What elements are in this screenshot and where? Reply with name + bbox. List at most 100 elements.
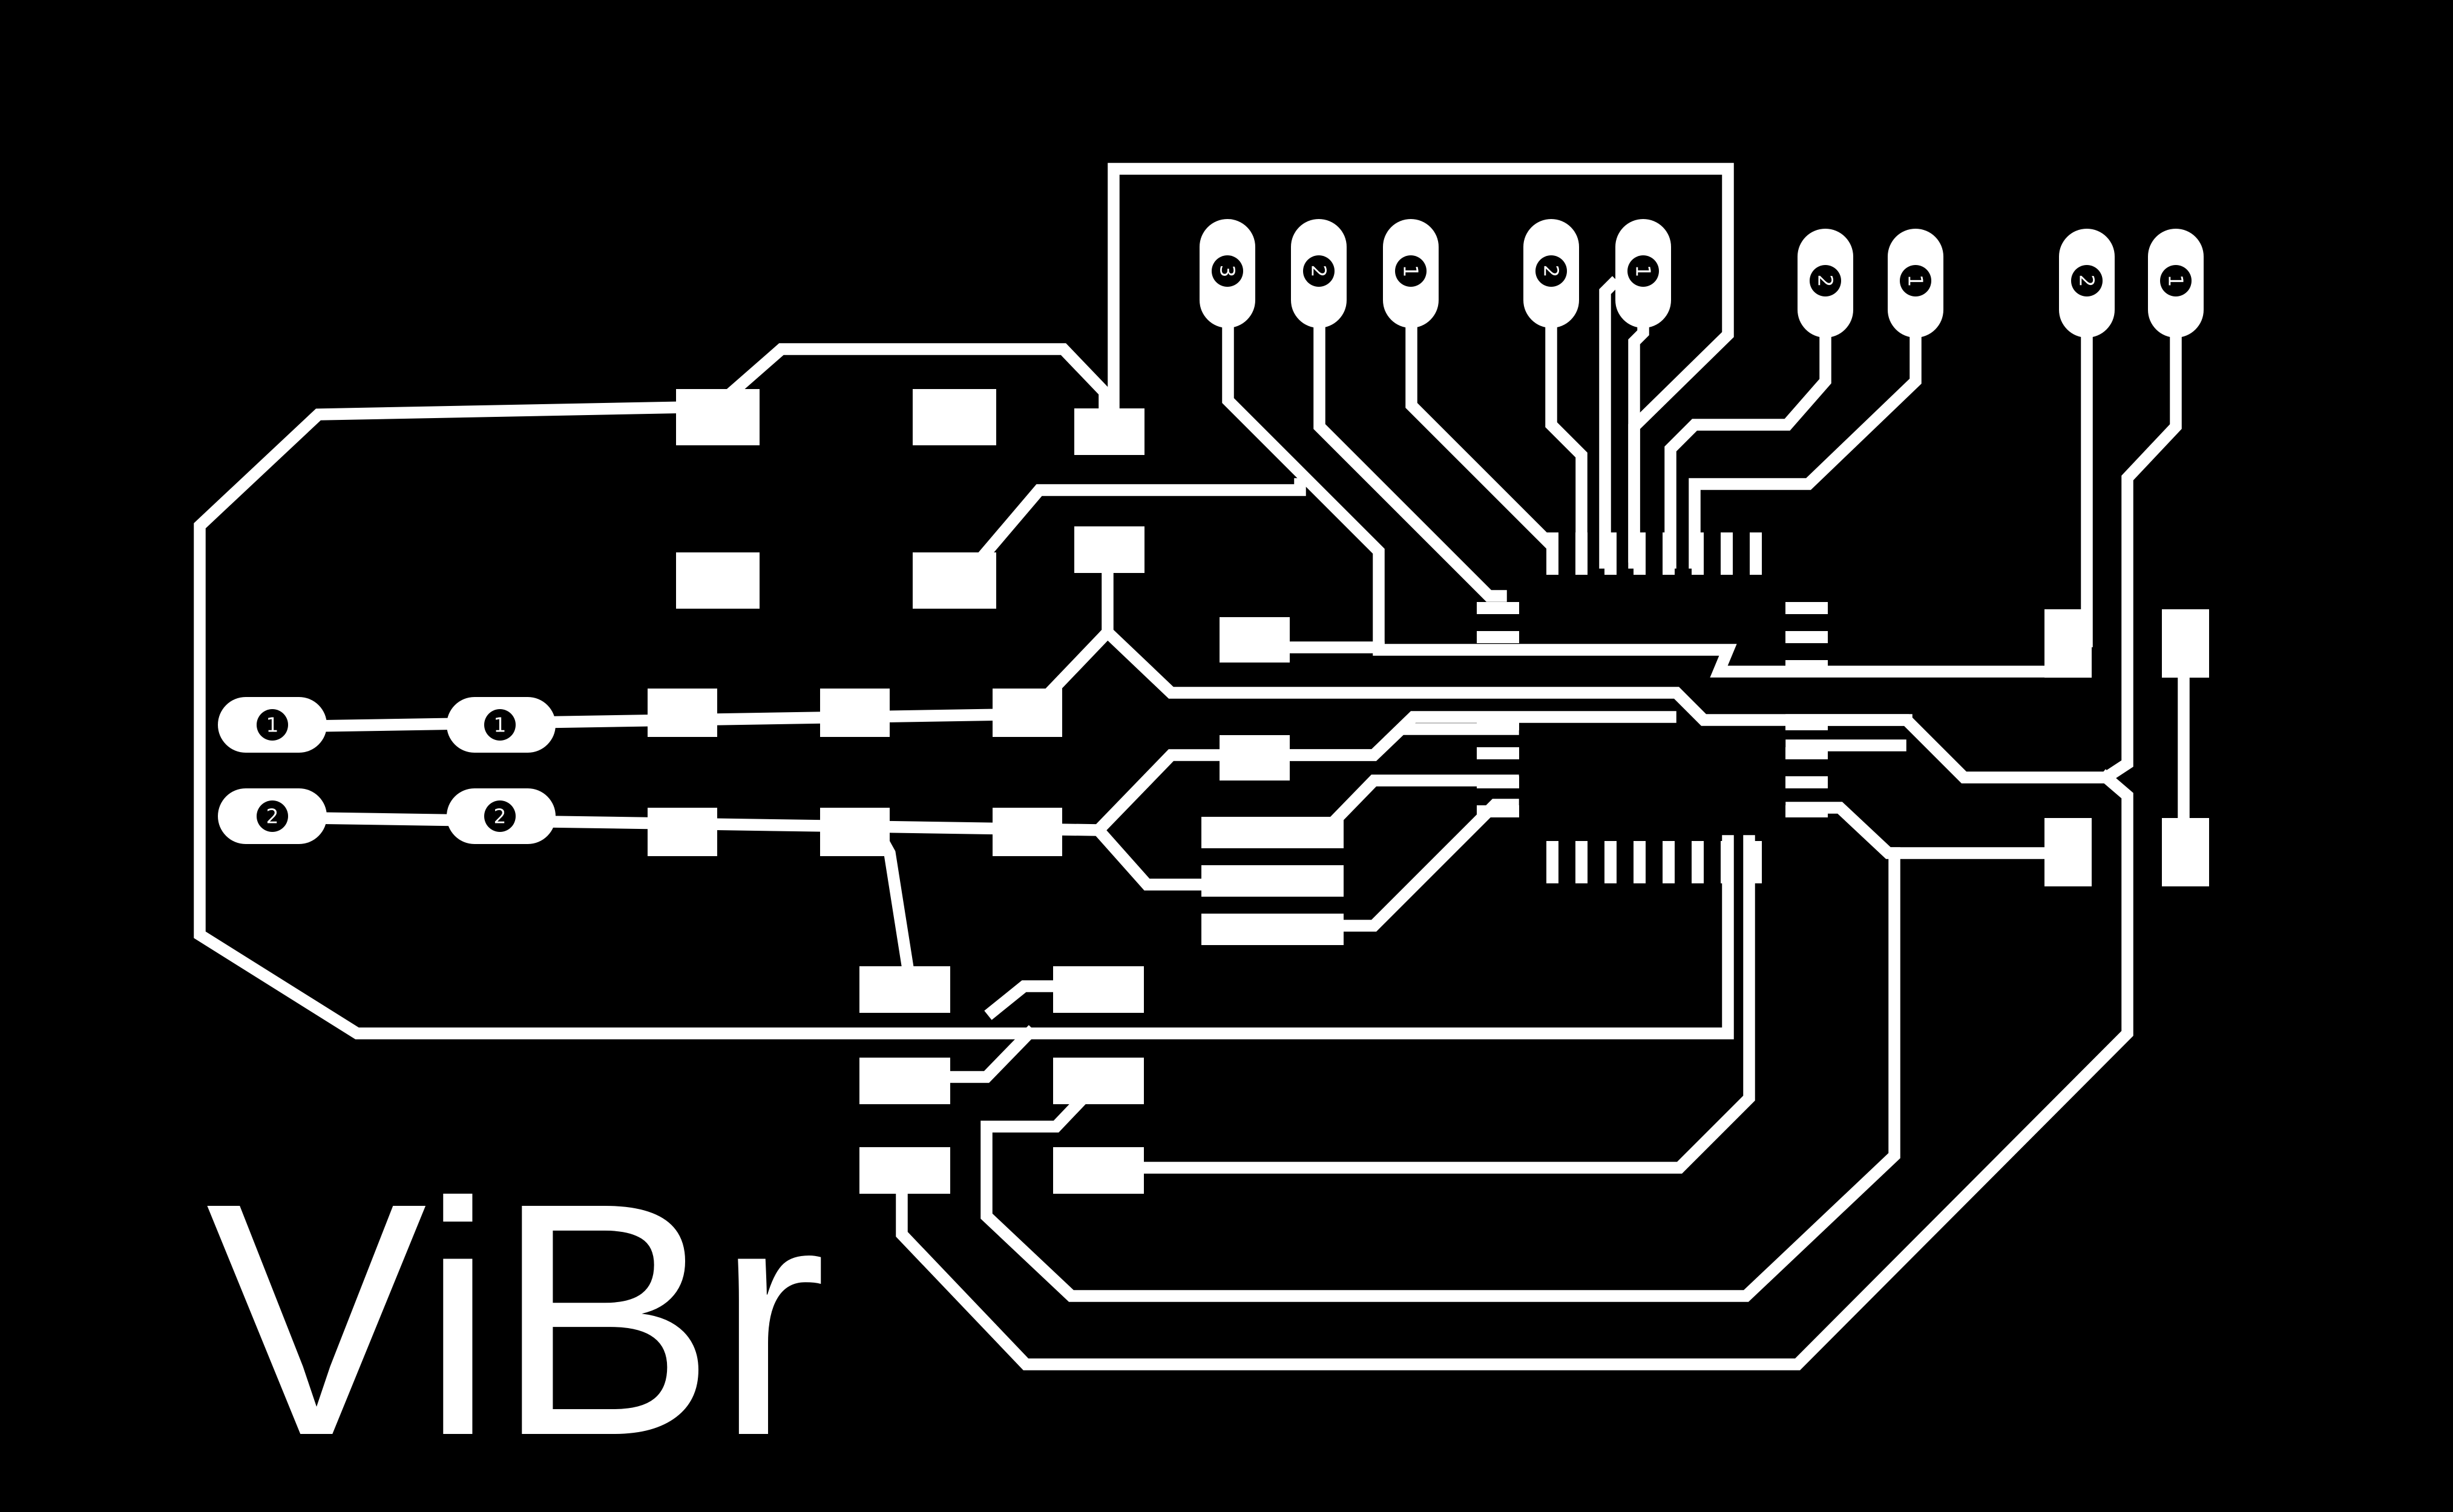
header-top-a: 2 1 <box>1523 219 1671 328</box>
pad <box>859 966 950 1013</box>
pin-label: 2 <box>494 805 507 828</box>
ic-pin <box>1785 776 1828 788</box>
ic-pin <box>1721 841 1733 883</box>
header-3pin: 3 2 1 <box>1200 219 1439 328</box>
pad <box>859 1147 950 1194</box>
th-pad-hole <box>484 800 516 832</box>
pin-label: 1 <box>1904 275 1928 287</box>
pin-label: 3 <box>1216 265 1240 278</box>
pad <box>820 689 890 737</box>
ic-pin <box>1477 776 1519 788</box>
pad <box>1053 1147 1144 1194</box>
ic-pin <box>1785 631 1828 643</box>
th-pad-hole <box>1535 255 1567 287</box>
pin-label: 2 <box>266 805 279 828</box>
pin-label: 1 <box>2164 275 2188 287</box>
ic-pin <box>1663 841 1675 883</box>
trace-lower-5 <box>896 769 2133 1370</box>
trace-ic-left-low <box>1325 799 1519 932</box>
ic-pin <box>1575 841 1588 883</box>
trace-hdrc-pin1 <box>1785 278 2182 784</box>
ic-pin <box>1546 841 1558 883</box>
pin-label: 2 <box>1307 265 1331 278</box>
ic-pin <box>1692 841 1704 883</box>
board-label: ViBr <box>206 1134 826 1505</box>
pin-label: 1 <box>1632 265 1655 278</box>
ic-pin <box>1604 532 1617 575</box>
ic-pin <box>1477 602 1519 614</box>
ic-pin <box>1785 660 1828 672</box>
ic-pin <box>1477 718 1519 730</box>
pad <box>1074 526 1144 573</box>
trace-mid-diag <box>969 478 1306 571</box>
pin-label: 1 <box>1399 265 1423 278</box>
trace-branch-right <box>1099 624 1913 726</box>
left-input-row-2: 2 2 <box>218 788 556 844</box>
pad <box>1220 735 1290 781</box>
ic-footprint <box>1477 532 1828 883</box>
ic-pin <box>1634 841 1646 883</box>
pad <box>676 552 760 609</box>
th-pad-hole <box>1900 265 1931 296</box>
pad <box>913 389 996 445</box>
trace-hdr3-pin2 <box>1313 269 1507 602</box>
th-pad-hole <box>484 709 516 741</box>
pad <box>676 389 760 445</box>
ic-pin <box>1750 841 1762 883</box>
pin-label: 2 <box>1814 275 1837 287</box>
th-pad-hole <box>1810 265 1841 296</box>
header-top-b: 2 1 <box>1798 229 1943 338</box>
pad <box>993 808 1062 856</box>
ic-pin <box>1750 532 1762 575</box>
left-input-row-1: 1 1 <box>218 697 556 753</box>
trace-top-bend <box>724 343 1111 421</box>
pad <box>1201 817 1344 848</box>
pin-label: 1 <box>266 713 279 737</box>
pad <box>2162 818 2209 886</box>
pad <box>859 1058 950 1104</box>
th-pad-hole <box>1627 255 1659 287</box>
pad <box>1201 865 1344 897</box>
trace-pad-to-ic-2 <box>1223 711 1676 761</box>
ic-pin <box>1785 718 1828 730</box>
pad <box>993 689 1062 737</box>
th-pad-hole <box>257 709 288 741</box>
ic-pin <box>1477 747 1519 759</box>
ic-pin <box>1785 602 1828 614</box>
smd-pads <box>648 389 2209 1194</box>
trace-hdra-pin2 <box>1545 269 1588 569</box>
pad <box>2044 609 2092 678</box>
pad <box>1220 617 1290 663</box>
pad <box>1074 408 1144 455</box>
pad <box>2162 609 2209 678</box>
ic-pin <box>1604 841 1617 883</box>
pad <box>1053 1058 1144 1104</box>
ic-pin <box>1692 532 1704 575</box>
th-pad-hole <box>2160 265 2192 296</box>
pad <box>820 808 890 856</box>
pad <box>2044 818 2092 886</box>
th-pad-hole <box>2071 265 2103 296</box>
ic-pin <box>1721 532 1733 575</box>
ic-pin <box>1663 532 1675 575</box>
trace-hdrb-pin1 <box>1689 277 1922 569</box>
ic-pin <box>1785 805 1828 817</box>
pad <box>1201 914 1344 945</box>
ic-pin <box>1785 747 1828 759</box>
pad <box>913 552 996 609</box>
ic-pin <box>1546 532 1558 575</box>
th-pad-hole <box>1395 255 1427 287</box>
trace-hdrb-pin2 <box>1664 277 1831 569</box>
trace-down-pad <box>875 834 915 975</box>
ic-pin <box>1634 532 1646 575</box>
trace-hdra-pin1-b <box>1599 276 1621 569</box>
pad <box>1053 966 1144 1013</box>
ic-pin <box>1575 532 1588 575</box>
trace-ic-right-2 <box>1785 802 2052 859</box>
pin-label: 1 <box>494 713 507 737</box>
ic-pin <box>1477 631 1519 643</box>
th-pad-hole <box>1212 255 1243 287</box>
ic-pin <box>1477 805 1519 817</box>
trace-ic-left-mid <box>1323 774 1519 833</box>
